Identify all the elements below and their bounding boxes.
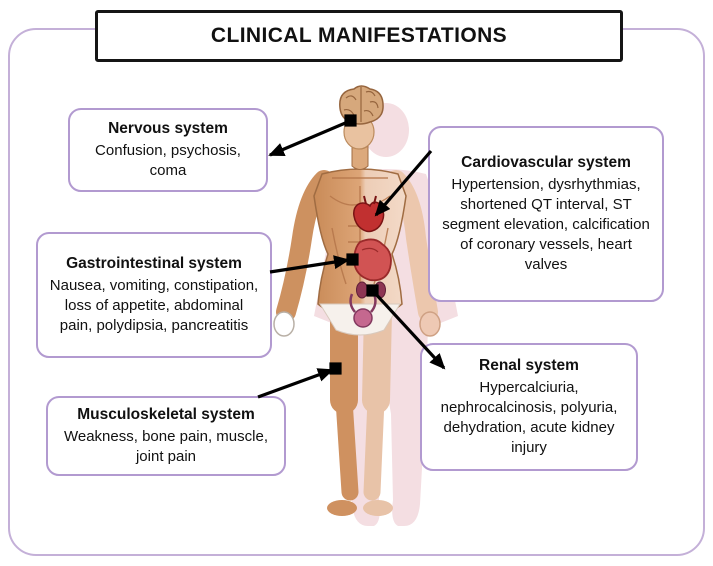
- page-title: CLINICAL MANIFESTATIONS: [210, 24, 508, 47]
- right-calf: [363, 391, 385, 501]
- left-foot: [327, 500, 357, 516]
- nervous-system-box: Nervous system Confusion, psychosis, com…: [68, 108, 268, 192]
- musculoskeletal-system-heading: Musculoskeletal system: [77, 406, 255, 423]
- renal-system-heading: Renal system: [479, 357, 579, 375]
- renal-system-text: Hypercalciuria, nephrocalcinosis, polyur…: [440, 379, 618, 456]
- gastrointestinal-system-box: Gastrointestinal system Nausea, vomiting…: [36, 232, 272, 358]
- nervous-system-text: Confusion, psychosis, coma: [95, 142, 241, 180]
- cardiovascular-system-heading: Cardiovascular system: [461, 154, 631, 172]
- musculoskeletal-system-box: Musculoskeletal system Weakness, bone pa…: [46, 396, 286, 476]
- title-box: CLINICAL MANIFESTATIONS: [95, 10, 623, 62]
- musculoskeletal-system-text: Weakness, bone pain, muscle, joint pain: [63, 428, 268, 466]
- nervous-system-heading: Nervous system: [108, 119, 228, 137]
- cardiovascular-system-text: Hypertension, dysrhythmias, shortened QT…: [442, 176, 650, 273]
- brain-icon: [339, 85, 384, 125]
- left-calf: [335, 391, 359, 501]
- renal-system-box: Renal system Hypercalciuria, nephrocalci…: [420, 343, 638, 471]
- right-foot: [363, 500, 393, 516]
- left-hand-glove: [273, 311, 295, 337]
- cardiovascular-system-box: Cardiovascular system Hypertension, dysr…: [428, 126, 664, 302]
- stomach-icon: [353, 238, 392, 282]
- right-hand: [419, 311, 441, 337]
- gastrointestinal-system-text: Nausea, vomiting, constipation, loss of …: [49, 277, 259, 335]
- gastrointestinal-system-heading: Gastrointestinal system: [66, 255, 242, 273]
